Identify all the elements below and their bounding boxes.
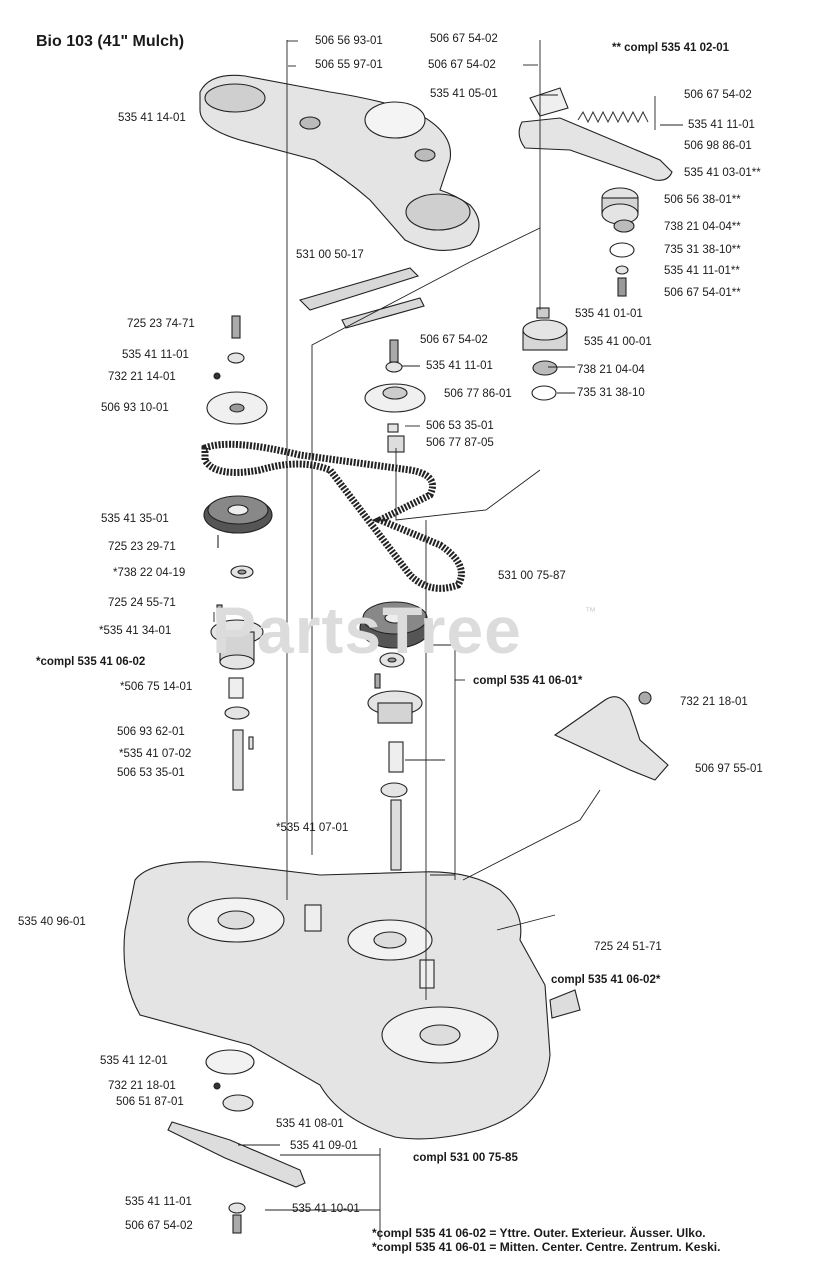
part-label: 506 98 86-01: [684, 140, 752, 152]
part-label: 725 24 55-71: [108, 597, 176, 609]
part-label: 725 23 29-71: [108, 541, 176, 553]
part-label: 535 41 11-01: [426, 360, 493, 372]
part-label: 506 53 35-01: [117, 767, 185, 779]
part-label: 506 67 54-02: [420, 334, 488, 346]
part-label: 506 56 38-01**: [664, 194, 741, 206]
part-label: 535 41 11-01: [122, 349, 189, 361]
idler-arm-hub: [204, 83, 266, 113]
part-label: 535 41 09-01: [290, 1140, 358, 1152]
part-label: 535 41 10-01: [292, 1203, 360, 1215]
part-label: 506 53 35-01: [426, 420, 494, 432]
circlip-part: [609, 242, 635, 258]
bolt-part: [617, 277, 627, 297]
part-label: 535 40 96-01: [18, 916, 86, 928]
idler-arm-hub-lower: [405, 193, 471, 231]
part-label: 735 31 38-10: [577, 387, 645, 399]
part-label: *compl 535 41 06-02: [36, 656, 146, 668]
legend-line-center: *compl 535 41 06-01 = Mitten. Center. Ce…: [372, 1240, 721, 1254]
part-label: 506 51 87-01: [116, 1096, 184, 1108]
part-label: 506 67 54-01**: [664, 287, 741, 299]
spring-part: [577, 110, 649, 124]
part-label: 506 77 86-01: [444, 388, 512, 400]
part-label: *535 41 34-01: [99, 625, 172, 637]
part-label: *506 75 14-01: [120, 681, 193, 693]
part-label: 535 41 11-01: [125, 1196, 192, 1208]
part-label: 535 41 11-01**: [664, 265, 740, 277]
part-label: 506 67 54-02: [684, 89, 752, 101]
part-label: 535 41 01-01: [575, 308, 643, 320]
part-label: 506 93 10-01: [101, 402, 169, 414]
part-label: 535 41 14-01: [118, 112, 186, 124]
tension-bracket-part: [529, 87, 569, 117]
mower-deck-part: [123, 861, 551, 1140]
v-belt-part: [298, 267, 420, 311]
part-label: 732 21 18-01: [108, 1080, 176, 1092]
watermark-trademark: ™: [585, 606, 596, 618]
part-label: 506 93 62-01: [117, 726, 185, 738]
deck-bracket-part: [553, 696, 669, 781]
part-label: 725 24 51-71: [594, 941, 662, 953]
part-label: 531 00 50-17: [296, 249, 364, 261]
part-label: 506 67 54-02: [428, 59, 496, 71]
part-label: 506 97 55-01: [695, 763, 763, 775]
part-label: 535 41 08-01: [276, 1118, 344, 1130]
part-label: compl 531 00 75-85: [413, 1152, 518, 1164]
diagram-title: Bio 103 (41" Mulch): [36, 33, 185, 50]
part-label: 535 41 05-01: [430, 88, 498, 100]
legend-line-outer: *compl 535 41 06-02 = Yttre. Outer. Exte…: [372, 1226, 706, 1240]
toothed-belt-part: [201, 440, 465, 592]
part-label: 506 55 97-01: [315, 59, 383, 71]
part-label: 535 41 35-01: [101, 513, 169, 525]
part-label: 535 41 00-01: [584, 336, 652, 348]
blade-hub-part: [205, 1049, 255, 1075]
part-label: 735 31 38-10**: [664, 244, 741, 256]
part-label: 725 23 74-71: [127, 318, 195, 330]
part-label: 531 00 75-87: [498, 570, 566, 582]
part-label: 535 41 03-01**: [684, 167, 761, 179]
bearing-part: [613, 219, 635, 233]
part-label: *738 22 04-19: [113, 567, 186, 579]
blade-part: [167, 1121, 306, 1188]
part-label: *535 41 07-01: [276, 822, 349, 834]
part-label: 506 67 54-02: [125, 1220, 193, 1232]
part-label: 738 21 04-04: [577, 364, 645, 376]
part-label: 506 77 87-05: [426, 437, 494, 449]
part-label: 506 67 54-02: [430, 33, 498, 45]
part-label: 738 21 04-04**: [664, 221, 741, 233]
part-label: compl 535 41 06-01*: [473, 675, 583, 687]
tension-arm-part: [518, 117, 673, 181]
washer-part: [615, 265, 629, 275]
part-label: ** compl 535 41 02-01: [612, 42, 729, 54]
part-label: *535 41 07-02: [119, 748, 192, 760]
idler-arm-hub-large: [364, 101, 426, 139]
part-label: 535 41 12-01: [100, 1055, 168, 1067]
part-label: 732 21 14-01: [108, 371, 176, 383]
part-label: compl 535 41 06-02*: [551, 974, 661, 986]
watermark: PartsTree: [212, 593, 522, 667]
part-label: 506 56 93-01: [315, 35, 383, 47]
part-label: 535 41 11-01: [688, 119, 755, 131]
part-label: 732 21 18-01: [680, 696, 748, 708]
